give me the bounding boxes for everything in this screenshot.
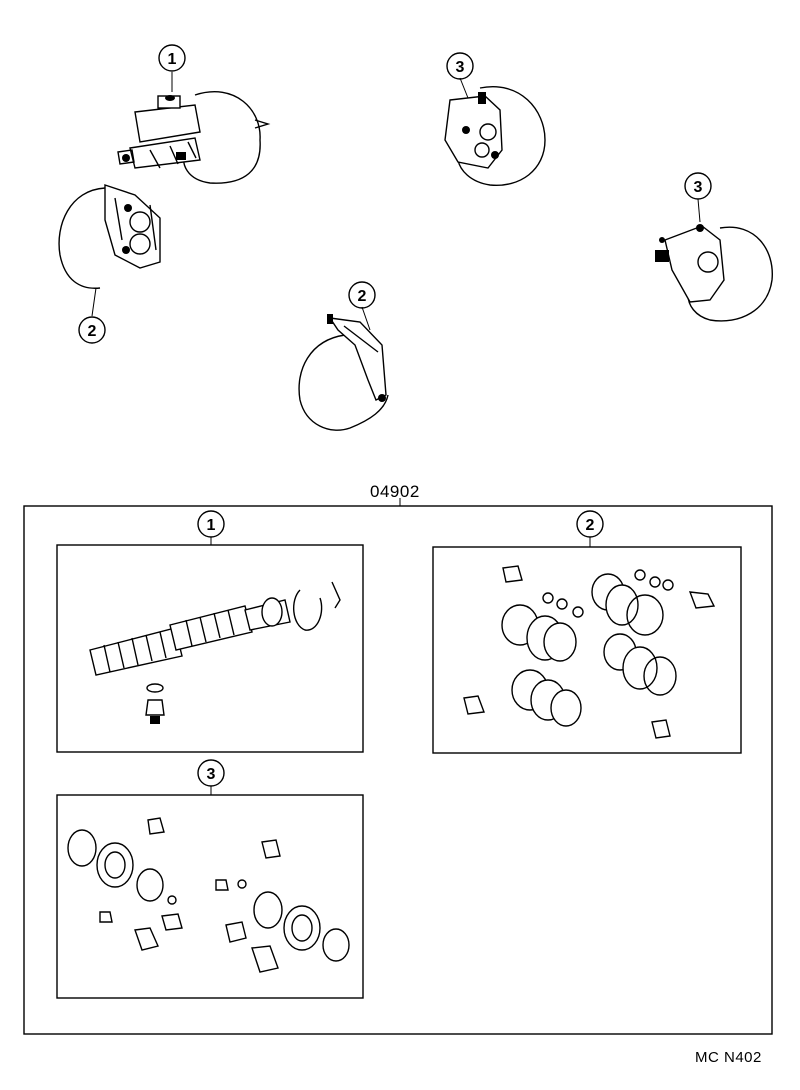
callout-kit-panel-3-label: 3	[207, 766, 216, 783]
rear-caliper-left-assembly[interactable]	[444, 86, 546, 186]
master-cylinder-piston-kit[interactable]	[89, 581, 341, 724]
front-caliper-center-assembly[interactable]	[298, 314, 389, 431]
callout-front-caliper-right-label: 2	[358, 288, 367, 305]
rear-caliper-right-assembly[interactable]	[655, 224, 773, 322]
kit-frame	[23, 505, 773, 1035]
callout-kit-panel-2: 2	[576, 510, 604, 538]
callout-master-cylinder-label: 1	[168, 51, 177, 68]
callout-front-caliper-right: 2	[348, 281, 376, 309]
kit-part-number: 04902	[370, 482, 420, 501]
callout-front-caliper-left-label: 2	[88, 323, 97, 340]
callout-kit-panel-1-label: 1	[207, 517, 216, 534]
callout-rear-caliper-right: 3	[684, 172, 712, 200]
callout-rear-caliper-left-label: 3	[456, 59, 465, 76]
front-caliper-left-assembly[interactable]	[58, 184, 161, 289]
callout-kit-panel-3: 3	[197, 759, 225, 787]
callout-rear-caliper-right-label: 3	[694, 179, 703, 196]
callout-rear-caliper-left: 3	[446, 52, 474, 80]
kit-panel-1	[56, 544, 364, 753]
callout-master-cylinder: 1	[158, 44, 186, 72]
front-caliper-seal-kit[interactable]	[463, 565, 716, 739]
callout-front-caliper-left: 2	[78, 316, 106, 344]
rear-caliper-seal-kit[interactable]	[67, 817, 350, 973]
callout-kit-panel-1: 1	[197, 510, 225, 538]
reference-code: MC N402	[695, 1049, 762, 1066]
callout-kit-panel-2-label: 2	[586, 517, 595, 534]
master-cylinder-assembly[interactable]	[117, 91, 271, 184]
kit-panel-2	[432, 546, 742, 754]
kit-panel-3	[56, 794, 364, 999]
